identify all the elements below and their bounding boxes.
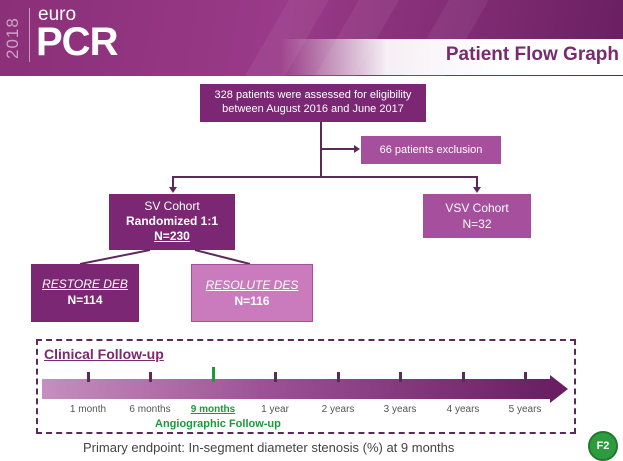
resolute-des-n: N=116	[234, 294, 270, 308]
assessed-text: 328 patients were assessed for eligibili…	[214, 89, 412, 115]
sv-cohort-randomized: Randomized 1:1	[125, 214, 218, 228]
logo-euro: euro	[38, 4, 77, 25]
restore-deb-n: N=114	[67, 293, 103, 307]
vsv-cohort-title: VSV Cohort	[445, 201, 509, 215]
timeline-tick	[337, 372, 340, 382]
sv-cohort-n: N=230	[154, 229, 190, 243]
timeline-tick	[149, 372, 152, 382]
timeline-tick	[87, 372, 90, 382]
restore-deb-name: RESTORE DEB	[42, 277, 128, 291]
timeline-arrow-bar	[42, 379, 552, 399]
exclusion-box: 66 patients exclusion	[361, 136, 501, 164]
timeline-label: 1 month	[69, 404, 107, 415]
arrow-exclusion	[354, 145, 360, 153]
followup-frame	[36, 339, 576, 434]
timeline-label: 2 years	[321, 404, 355, 415]
resolute-des-box: RESOLUTE DES N=116	[191, 264, 313, 322]
connector-sv	[172, 176, 174, 188]
arrow-sv	[169, 187, 177, 193]
connector-restore	[79, 249, 151, 265]
logo-separator	[29, 8, 30, 62]
exclusion-text: 66 patients exclusion	[379, 144, 483, 156]
timeline-label: 9 months	[190, 404, 236, 415]
connector-split	[172, 176, 478, 178]
timeline-arrow-head	[550, 375, 568, 403]
vsv-cohort-box: VSV Cohort N=32	[423, 194, 531, 238]
connector-vsv	[476, 176, 478, 188]
connector-resolute	[194, 249, 251, 265]
timeline-tick	[462, 372, 465, 382]
timeline-label: 5 years	[508, 404, 542, 415]
timeline-tick	[399, 372, 402, 382]
angiographic-followup-label: Angiographic Follow-up	[155, 418, 281, 430]
primary-endpoint: Primary endpoint: In-segment diameter st…	[83, 440, 455, 455]
sv-cohort-box: SV Cohort Randomized 1:1 N=230	[109, 194, 235, 250]
arrow-vsv	[473, 187, 481, 193]
timeline-label: 1 year	[261, 404, 289, 415]
timeline-tick	[212, 367, 215, 382]
timeline-tick	[524, 372, 527, 382]
title-bar	[0, 39, 623, 75]
timeline-label: 4 years	[446, 404, 480, 415]
vsv-cohort-n: N=32	[462, 217, 492, 231]
timeline-tick	[274, 372, 277, 382]
timeline-label: 6 months	[129, 404, 171, 415]
timeline-label: 3 years	[383, 404, 417, 415]
sv-cohort-title: SV Cohort	[144, 199, 200, 213]
followup-title: Clinical Follow-up	[44, 346, 164, 362]
resolute-des-name: RESOLUTE DES	[205, 278, 299, 292]
page-title: Patient Flow Graph	[445, 44, 619, 65]
restore-deb-box: RESTORE DEB N=114	[31, 264, 139, 322]
connector-exclusion	[320, 148, 354, 150]
badge-logo: F2	[588, 431, 618, 461]
assessed-box: 328 patients were assessed for eligibili…	[200, 84, 426, 122]
